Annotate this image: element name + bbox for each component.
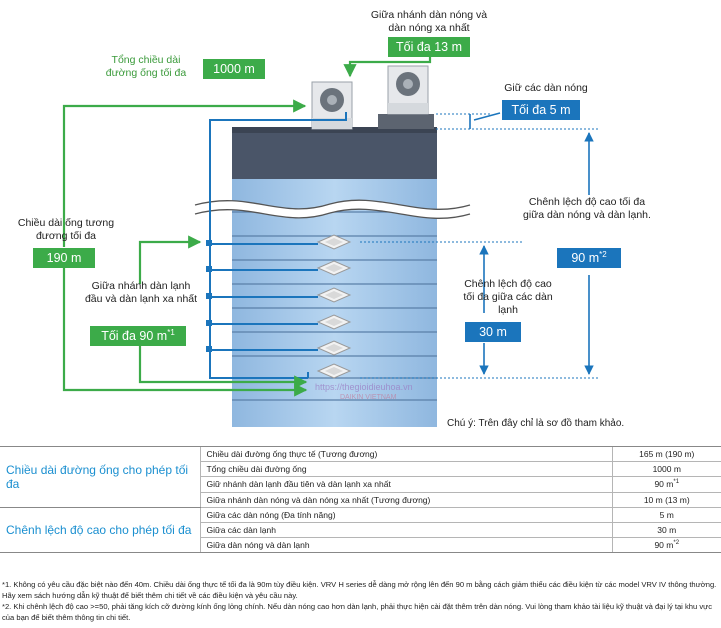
table-row: Chiều dài đường ống cho phép tối đa Chiề… <box>0 445 721 508</box>
building-roof <box>232 127 437 179</box>
watermark-sub: DAIKIN VIETNAM <box>340 394 397 401</box>
row-value-text: 90 m <box>654 479 674 490</box>
outdoor-unit-1 <box>311 81 353 130</box>
row-value: 30 m <box>611 522 721 539</box>
outdoor-unit-2-platform <box>378 114 434 129</box>
watermark: https://thegioidieuhoa.vn <box>315 382 413 392</box>
outdoor-unit-2 <box>387 65 429 115</box>
row-value-mark: *2 <box>673 540 680 547</box>
first-branch-mark: *1 <box>167 327 175 337</box>
row-label: Giữ nhánh dàn lạnh đầu tiên và dàn lạnh … <box>199 476 612 493</box>
indoor-units <box>316 234 352 379</box>
diagram-canvas <box>62 56 600 427</box>
row-value: 165 m (190 m) <box>611 445 721 463</box>
row-value-text: 1000 m <box>652 464 681 475</box>
row-value: 90 m*1 <box>611 476 721 493</box>
total-pipe-value: 1000 m <box>203 59 265 79</box>
equivalent-length-label: Chiều dài ống tương đương tối đa <box>17 217 115 242</box>
between-outdoor-label: Giữ các dàn nóng <box>504 82 588 94</box>
height-outdoor-indoor-mark: *2 <box>599 249 607 259</box>
total-pipe-label: Tổng chiều dài đường ống tối đa <box>105 54 187 79</box>
row-value: 5 m <box>611 507 721 523</box>
row-value: 90 m*2 <box>611 537 721 554</box>
row-value: 1000 m <box>611 461 721 478</box>
row-value-mark: *1 <box>673 479 680 486</box>
first-branch-label: Giữa nhánh dàn lạnh đầu và dàn lạnh xa n… <box>84 280 198 305</box>
branch-outdoor-label: Giữa nhánh dàn nóng và dàn nóng xa nhất <box>370 9 488 34</box>
footnote-2: *2. Khi chênh lệch độ cao >=50, phải tăn… <box>2 602 713 622</box>
row-label: Giữa các dàn nóng (Đa tính năng) <box>199 507 612 523</box>
row-label: Tổng chiều dài đường ống <box>199 461 612 478</box>
height-outdoor-indoor-value: 90 m*2 <box>557 248 621 268</box>
reference-note: Chú ý: Trên đây chỉ là sơ đồ tham khảo. <box>447 418 625 429</box>
row-value: 10 m (13 m) <box>611 492 721 508</box>
reference-lines <box>360 113 600 379</box>
building-floors <box>232 179 437 427</box>
row-value-text: 5 m <box>659 509 674 520</box>
row-label: Giữa các dàn lạnh <box>199 522 612 539</box>
height-indoor-label: Chênh lệch độ cao tối đa giữa các dàn lạ… <box>463 278 553 316</box>
spec-table: Chiều dài đường ống cho phép tối đa Chiề… <box>0 445 721 554</box>
group-title-pipe-length: Chiều dài đường ống cho phép tối đa <box>0 446 200 508</box>
row-value-text: 30 m <box>657 525 677 536</box>
height-indoor-value: 30 m <box>465 322 521 342</box>
row-label: Chiều dài đường ống thực tế (Tương đương… <box>199 445 612 463</box>
refrigerant-piping <box>209 112 347 379</box>
vrv-piping-diagram: Tổng chiều dài đường ống tối đa 1000 m G… <box>17 9 651 429</box>
group-title-height-difference: Chênh lệch độ cao cho phép tối đa <box>0 507 200 554</box>
height-outdoor-indoor-label: Chênh lệch độ cao tối đa giữa dàn nóng v… <box>523 196 651 221</box>
equivalent-length-value: 190 m <box>33 248 95 268</box>
between-outdoor-value: Tối đa 5 m <box>502 100 580 120</box>
row-value-text: 165 m (190 m) <box>639 449 695 460</box>
table-row: Tổng chiều dài đường ống 1000 m <box>0 461 721 478</box>
table-row: Giữa các dàn lạnh 30 m <box>0 522 721 539</box>
row-label: Giữa dàn nóng và dàn lạnh <box>199 537 612 554</box>
row-value-text: 10 m (13 m) <box>643 494 690 505</box>
footnote-1: *1. Không có yêu cầu đặc biệt nào đến 40… <box>2 580 717 600</box>
table-row: Giữa nhánh dàn nóng và dàn nóng xa nhất … <box>0 492 721 508</box>
row-label: Giữa nhánh dàn nóng và dàn nóng xa nhất … <box>199 492 612 508</box>
height-outdoor-indoor-value-text: 90 m <box>571 251 600 265</box>
blue-dimension-arrows <box>469 112 594 375</box>
first-branch-value-text: Tối đa 90 m <box>101 329 168 343</box>
green-arrows <box>62 56 432 397</box>
row-value-text: 90 m <box>654 540 674 551</box>
table-row: Giữ nhánh dàn lạnh đầu tiên và dàn lạnh … <box>0 476 721 493</box>
table-row: Giữa dàn nóng và dàn lạnh 90 m*2 <box>0 537 721 554</box>
branch-outdoor-value: Tối đa 13 m <box>388 37 470 57</box>
first-branch-value: Tối đa 90 m*1 <box>90 326 186 346</box>
table-row: Chênh lệch độ cao cho phép tối đa Giữa c… <box>0 507 721 554</box>
